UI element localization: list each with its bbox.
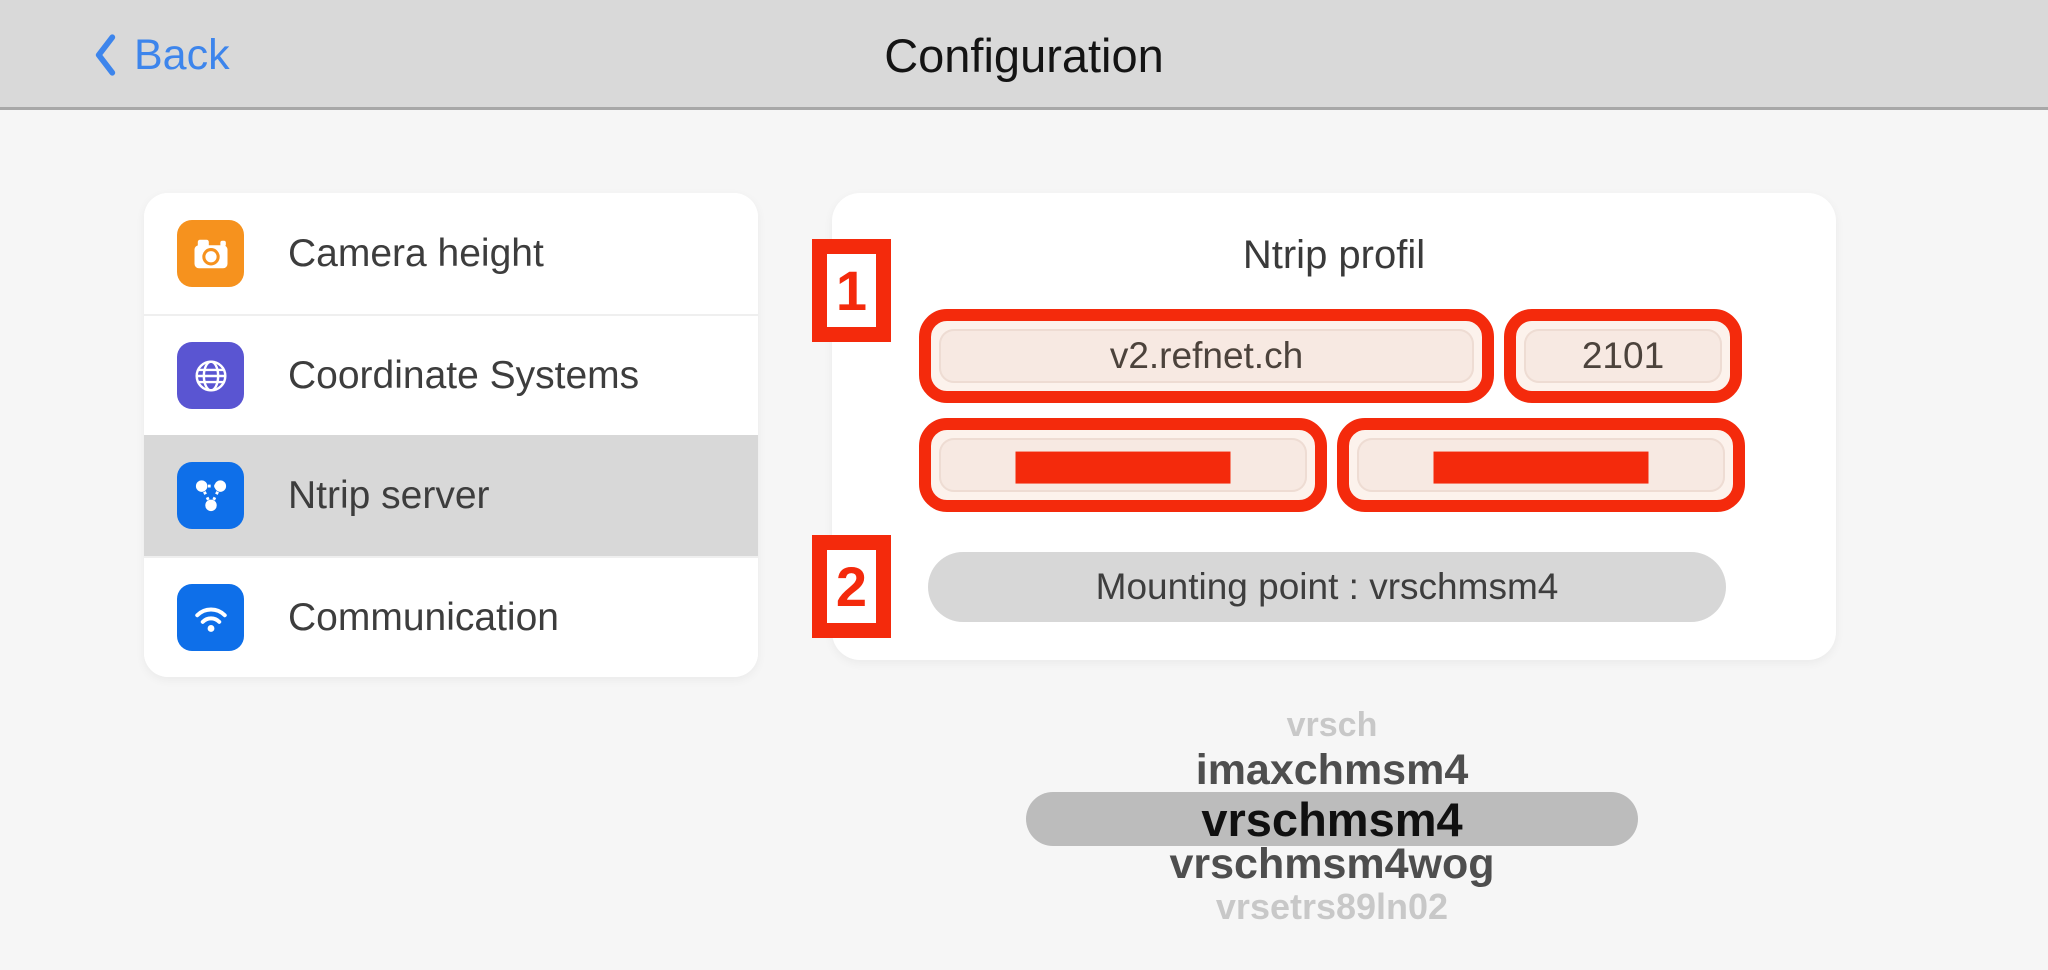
sidebar-item-camera-height[interactable]: Camera height xyxy=(144,193,758,314)
annotation-outline-username xyxy=(919,418,1327,512)
network-icon xyxy=(177,462,244,529)
annotation-outline-password xyxy=(1337,418,1745,512)
ntrip-profile-panel: Ntrip profil v2.refnet.ch 2101 Mounting … xyxy=(832,193,1836,660)
sidebar-item-label: Communication xyxy=(288,595,559,639)
ntrip-port-field[interactable]: 2101 xyxy=(1524,329,1722,383)
ntrip-username-field[interactable] xyxy=(939,438,1307,492)
picker-option-vrschmsm4wog[interactable]: vrschmsm4wog xyxy=(1169,840,1495,888)
sidebar-item-ntrip-server[interactable]: Ntrip server xyxy=(144,435,758,556)
panel-title: Ntrip profil xyxy=(1242,233,1426,277)
wifi-icon xyxy=(177,584,244,651)
sidebar-item-label: Camera height xyxy=(288,231,544,275)
redaction-block xyxy=(1433,451,1649,484)
sidebar-item-coordinate-systems[interactable]: Coordinate Systems xyxy=(144,314,758,435)
camera-icon xyxy=(177,220,244,287)
annotation-badge-1: 1 xyxy=(812,239,891,342)
globe-icon xyxy=(177,342,244,409)
mounting-point-button[interactable]: Mounting point : vrschmsm4 xyxy=(928,552,1726,622)
chevron-left-icon xyxy=(92,32,118,78)
back-button[interactable]: Back xyxy=(92,0,230,110)
sidebar-item-label: Ntrip server xyxy=(288,473,490,517)
ntrip-address-field[interactable]: v2.refnet.ch xyxy=(939,329,1474,383)
top-bar: Back Configuration xyxy=(0,0,2048,110)
picker-option-vrsch[interactable]: vrsch xyxy=(1286,706,1378,744)
annotation-outline-address: v2.refnet.ch xyxy=(919,309,1494,403)
redaction-block xyxy=(1015,451,1231,484)
annotation-badge-2: 2 xyxy=(812,535,891,638)
settings-menu: Camera height Coordinate Systems xyxy=(144,193,758,677)
page-title: Configuration xyxy=(884,28,1164,82)
sidebar-item-communication[interactable]: Communication xyxy=(144,556,758,677)
back-label: Back xyxy=(134,30,230,79)
annotation-outline-port: 2101 xyxy=(1504,309,1742,403)
ntrip-password-field[interactable] xyxy=(1357,438,1725,492)
picker-option-imaxchmsm4[interactable]: imaxchmsm4 xyxy=(1195,746,1469,794)
picker-selected-option[interactable]: vrschmsm4 xyxy=(1026,792,1638,846)
picker-option-vrsetrs89ln02[interactable]: vrsetrs89ln02 xyxy=(1215,886,1449,927)
sidebar-item-label: Coordinate Systems xyxy=(288,353,640,397)
